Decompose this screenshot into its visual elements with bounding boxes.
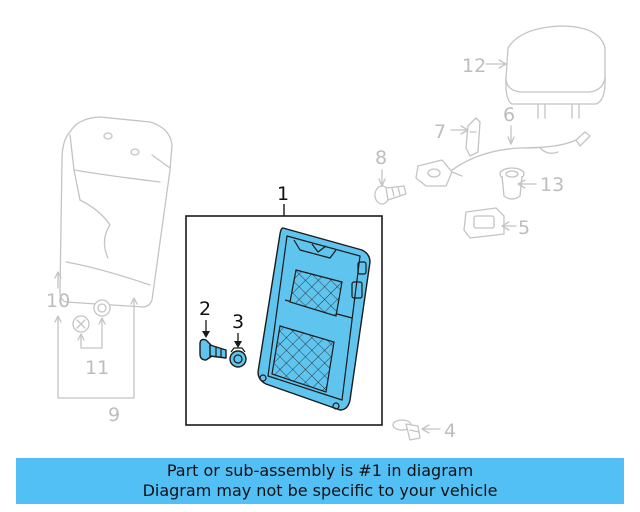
- callout-8: 8: [375, 147, 387, 187]
- callout-5: 5: [501, 217, 530, 239]
- callout-13: 13: [517, 174, 564, 196]
- callout-3: 3: [232, 311, 244, 348]
- callout-2: 2: [199, 298, 211, 338]
- svg-text:1: 1: [277, 183, 289, 205]
- callout-6: 6: [503, 104, 515, 145]
- svg-text:6: 6: [503, 104, 515, 126]
- grommet-part-11b: [93, 299, 111, 317]
- svg-text:2: 2: [199, 298, 211, 320]
- callout-9: 9: [54, 297, 138, 426]
- seat-back-cushion: [59, 116, 173, 308]
- svg-text:7: 7: [434, 121, 446, 143]
- callout-11: 11: [77, 317, 109, 379]
- svg-text:5: 5: [518, 217, 530, 239]
- callout-10: 10: [46, 271, 70, 312]
- switch-part-5: [463, 207, 505, 239]
- svg-text:11: 11: [85, 357, 109, 379]
- svg-text:9: 9: [108, 404, 120, 426]
- callout-7: 7: [434, 121, 469, 143]
- latch-handle: [415, 159, 463, 187]
- callout-1: 1: [277, 183, 289, 216]
- svg-text:3: 3: [232, 311, 244, 333]
- callout-12: 12: [462, 55, 507, 77]
- knob-part-13: [499, 167, 525, 200]
- info-banner: Part or sub-assembly is #1 in diagram Di…: [16, 458, 624, 504]
- banner-line-2: Diagram may not be specific to your vehi…: [142, 481, 498, 500]
- svg-text:8: 8: [375, 147, 387, 169]
- seat-back-frame: [257, 227, 371, 411]
- svg-text:12: 12: [462, 55, 486, 77]
- release-cable: [451, 131, 591, 171]
- bolt-part-2: [199, 338, 227, 361]
- headrest: [505, 25, 606, 119]
- svg-text:4: 4: [444, 420, 456, 442]
- cap-part-11a: [72, 315, 90, 333]
- bolt-part-8: [374, 185, 407, 205]
- svg-text:13: 13: [540, 174, 564, 196]
- nut-part-3: [229, 347, 247, 368]
- bolt-part-4: [392, 419, 421, 441]
- banner-line-1: Part or sub-assembly is #1 in diagram: [166, 461, 474, 480]
- bracket-part: [465, 117, 481, 157]
- svg-text:10: 10: [46, 290, 70, 312]
- callout-4: 4: [421, 420, 456, 442]
